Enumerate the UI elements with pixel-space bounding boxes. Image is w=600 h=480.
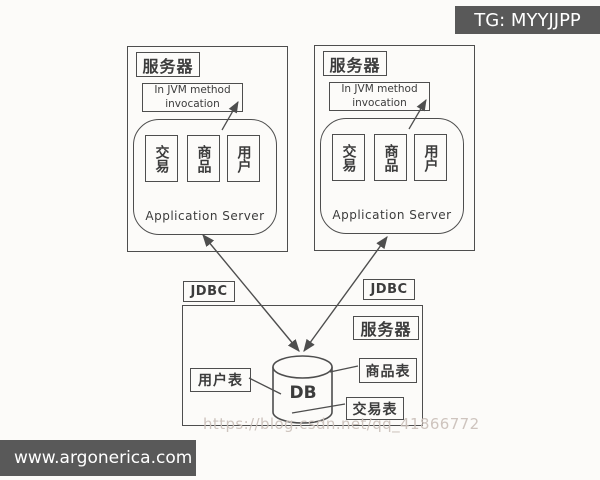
jvm-invocation-box: In JVM method invocation (142, 83, 243, 112)
application-server-box: 交易 商品 用户 Application Server (133, 119, 277, 235)
db-server-node: 服务器 用户表 商品表 交易表 DB (182, 305, 423, 426)
site-url-badge: www.argonerica.com (0, 440, 196, 476)
tg-badge: TG: MYYJJPP (455, 6, 600, 34)
transaction-table-label: 交易表 (346, 397, 404, 420)
app-server-caption: Application Server (332, 208, 452, 222)
app-server-caption: Application Server (145, 209, 265, 223)
module-product: 商品 (187, 135, 220, 182)
product-table-label: 商品表 (359, 358, 417, 383)
jdbc-label-left: JDBC (183, 281, 235, 302)
db-label: DB (289, 383, 317, 403)
module-user: 用户 (227, 135, 260, 182)
server-title: 服务器 (353, 316, 419, 340)
app-server-node-right: 服务器 In JVM method invocation 交易 商品 用户 Ap… (314, 45, 475, 251)
user-table-label: 用户表 (190, 368, 251, 392)
module-user: 用户 (414, 134, 447, 181)
module-transaction: 交易 (332, 134, 365, 181)
server-title: 服务器 (323, 51, 387, 76)
application-server-box: 交易 商品 用户 Application Server (320, 118, 464, 234)
jvm-invocation-box: In JVM method invocation (329, 82, 430, 111)
module-product: 商品 (374, 134, 407, 181)
csdn-watermark: https://blog.csdn.net/qq_41866772 (203, 415, 480, 433)
app-server-node-left: 服务器 In JVM method invocation 交易 商品 用户 Ap… (127, 46, 288, 252)
server-title: 服务器 (136, 52, 200, 77)
module-transaction: 交易 (145, 135, 178, 182)
jdbc-label-right: JDBC (363, 279, 415, 300)
